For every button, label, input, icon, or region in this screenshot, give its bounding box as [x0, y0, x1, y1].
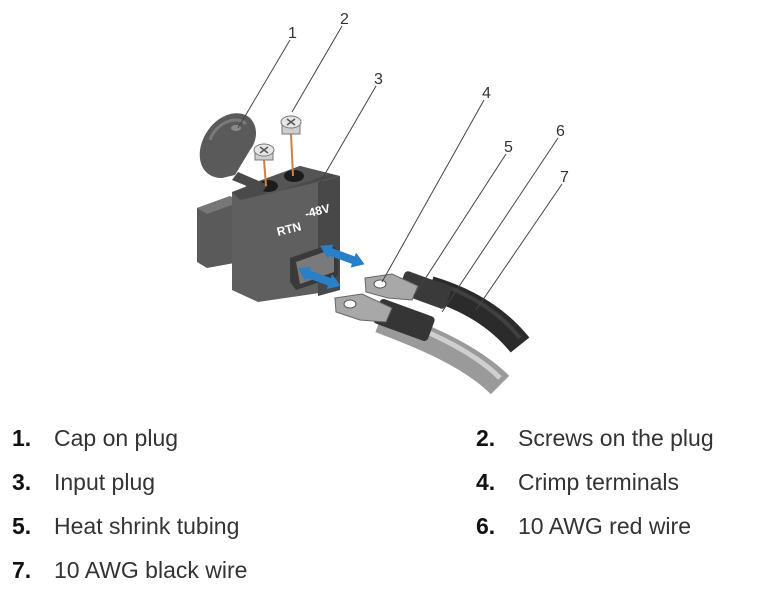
heat-shrink-black: [398, 271, 452, 309]
plug-label-48v: -48V: [303, 201, 331, 221]
legend-number: 5.: [12, 512, 32, 539]
callout-5: 5: [504, 139, 513, 156]
legend-item-2: 2. Screws on the plug: [476, 421, 714, 455]
legend-number: 2.: [476, 424, 496, 451]
callout-4: 4: [482, 85, 491, 102]
screw-right: [280, 115, 302, 177]
legend-item-1: 1. Cap on plug: [12, 421, 178, 455]
legend: 1. Cap on plug 2. Screws on the plug 3. …: [0, 418, 757, 591]
callout-7: 7: [560, 169, 569, 186]
legend-number: 7.: [12, 556, 32, 583]
legend-item-4: 4. Crimp terminals: [476, 465, 679, 499]
plug-label-rtn: RTN: [275, 219, 302, 239]
legend-label: Cap on plug: [54, 424, 179, 451]
legend-item-3: 3. Input plug: [12, 465, 155, 499]
crimp-terminal-upper: [364, 273, 419, 301]
legend-label: Crimp terminals: [518, 468, 680, 495]
legend-item-7: 7. 10 AWG black wire: [12, 553, 247, 587]
callout-6: 6: [556, 123, 565, 140]
legend-label: Input plug: [54, 468, 156, 495]
insertion-arrows: [298, 244, 365, 290]
plug-cap: [199, 113, 268, 192]
legend-number: 6.: [476, 512, 496, 539]
legend-number: 4.: [476, 468, 496, 495]
callout-1: 1: [288, 25, 297, 42]
callout-3: 3: [374, 71, 383, 88]
legend-label: Screws on the plug: [518, 424, 714, 451]
legend-item-5: 5. Heat shrink tubing: [12, 509, 239, 543]
plug-diagram: RTN -48V 1 2 3 4 5 6 7: [197, 11, 569, 395]
leader-lines: [237, 25, 563, 313]
legend-label: 10 AWG red wire: [518, 512, 691, 539]
callout-2: 2: [340, 11, 349, 28]
legend-item-6: 6. 10 AWG red wire: [476, 509, 691, 543]
legend-number: 3.: [12, 468, 32, 495]
legend-label: 10 AWG black wire: [54, 556, 248, 583]
crimp-terminal-lower: [334, 293, 393, 323]
screw-left: [253, 143, 275, 187]
legend-number: 1.: [12, 424, 32, 451]
legend-label: Heat shrink tubing: [54, 512, 240, 539]
